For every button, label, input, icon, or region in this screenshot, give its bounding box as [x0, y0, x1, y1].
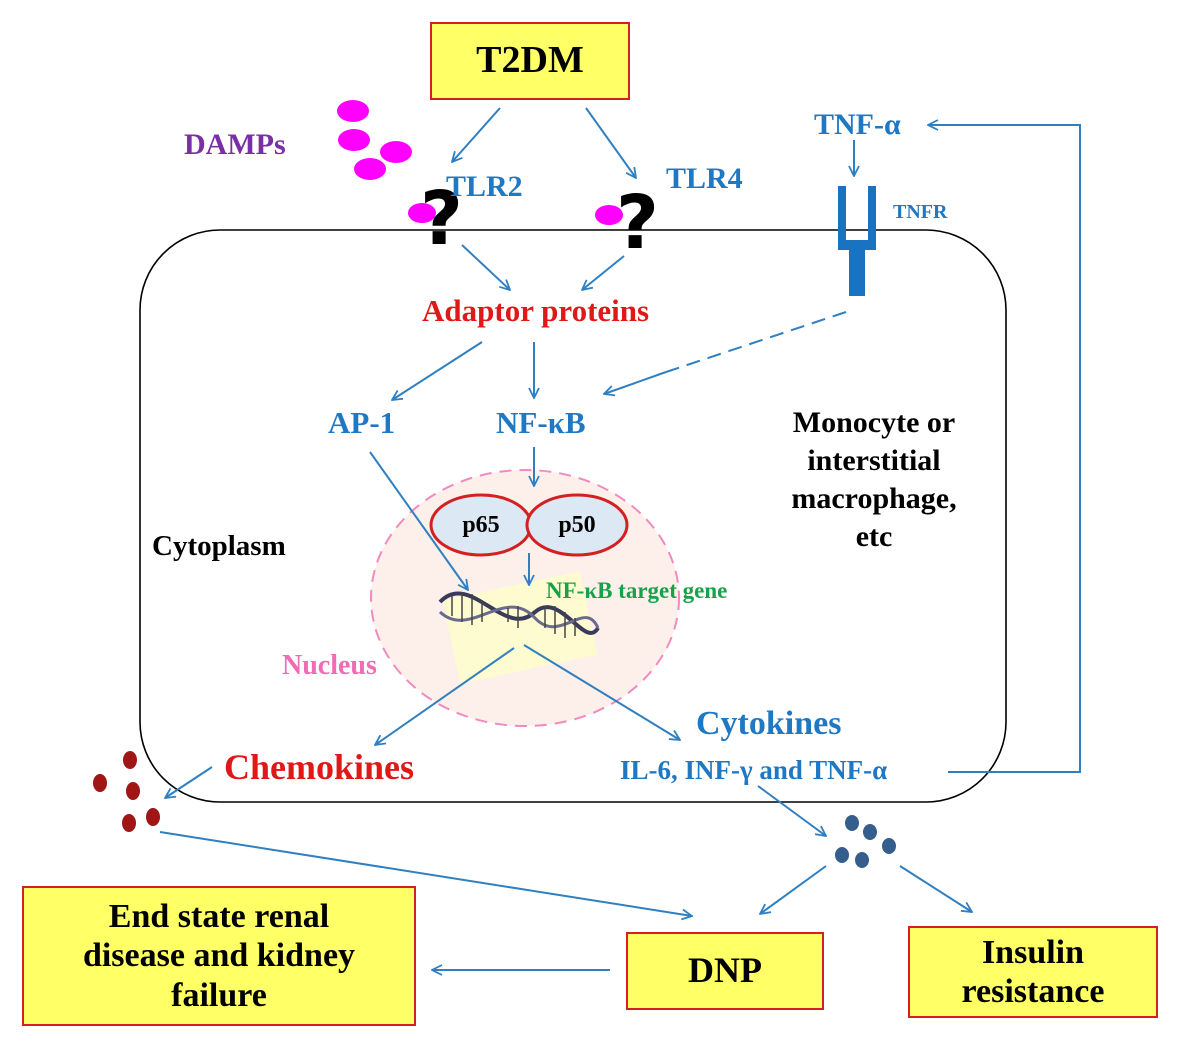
cytokines-label: Cytokines: [696, 705, 842, 742]
dna-helix-icon: [438, 591, 600, 638]
tlr2-receptor-question-mark: ?: [420, 176, 463, 262]
t2dm-box: T2DM: [430, 22, 630, 100]
ap1-label: AP-1: [328, 405, 396, 440]
chemokines-label: Chemokines: [224, 747, 415, 787]
t2dm-label: T2DM: [476, 39, 584, 82]
tlr2-label: TLR2: [446, 170, 523, 203]
p65-label: p65: [462, 512, 500, 538]
esrd-line3: failure: [171, 976, 267, 1014]
esrd-line2: disease and kidney: [82, 937, 356, 975]
tlr4-receptor-question-mark: ?: [616, 180, 659, 266]
nucleus-label: Nucleus: [282, 650, 377, 681]
tlr4-label: TLR4: [666, 162, 743, 195]
adaptor-proteins-label: Adaptor proteins: [422, 293, 650, 328]
damps-label: DAMPs: [184, 128, 286, 161]
arrows: [159, 107, 1081, 970]
p50-subunit: [525, 493, 629, 557]
esrd-line1: End state renal: [108, 898, 330, 936]
target-gene-label: NF-κB target gene: [546, 578, 728, 603]
cytoplasm-label: Cytoplasm: [152, 530, 286, 562]
cytokine-list-label: IL-6, INF-γ and TNF-α: [620, 755, 888, 785]
nfkb-label: NF-κB: [496, 405, 586, 440]
chemokine-molecules: [93, 751, 160, 832]
insulin-line2: resistance: [961, 973, 1105, 1010]
tnfr-receptor-icon: [838, 186, 876, 296]
tnfr-label: TNFR: [893, 201, 948, 223]
cytokine-molecules: [835, 815, 896, 868]
cell-type-line3: macrophage,: [791, 482, 957, 516]
insulin-line1: Insulin: [981, 933, 1085, 971]
cell-membrane: [139, 229, 1007, 803]
cell-type-line2: interstitial: [807, 444, 941, 478]
cell-type-label: Monocyte or interstitial macrophage, etc: [766, 404, 982, 556]
insulin-resistance-box: Insulin resistance: [908, 926, 1158, 1018]
dnp-box: DNP: [626, 932, 824, 1010]
cell-type-line4: etc: [855, 520, 893, 554]
p50-label: p50: [558, 512, 596, 538]
dnp-label: DNP: [688, 950, 762, 991]
tnf-alpha-top-label: TNF-α: [814, 108, 901, 141]
dna-highlight: [442, 571, 598, 684]
esrd-box: End state renal disease and kidney failu…: [22, 886, 416, 1026]
damps-molecules: [337, 100, 623, 225]
cell-type-line1: Monocyte or: [792, 406, 956, 439]
